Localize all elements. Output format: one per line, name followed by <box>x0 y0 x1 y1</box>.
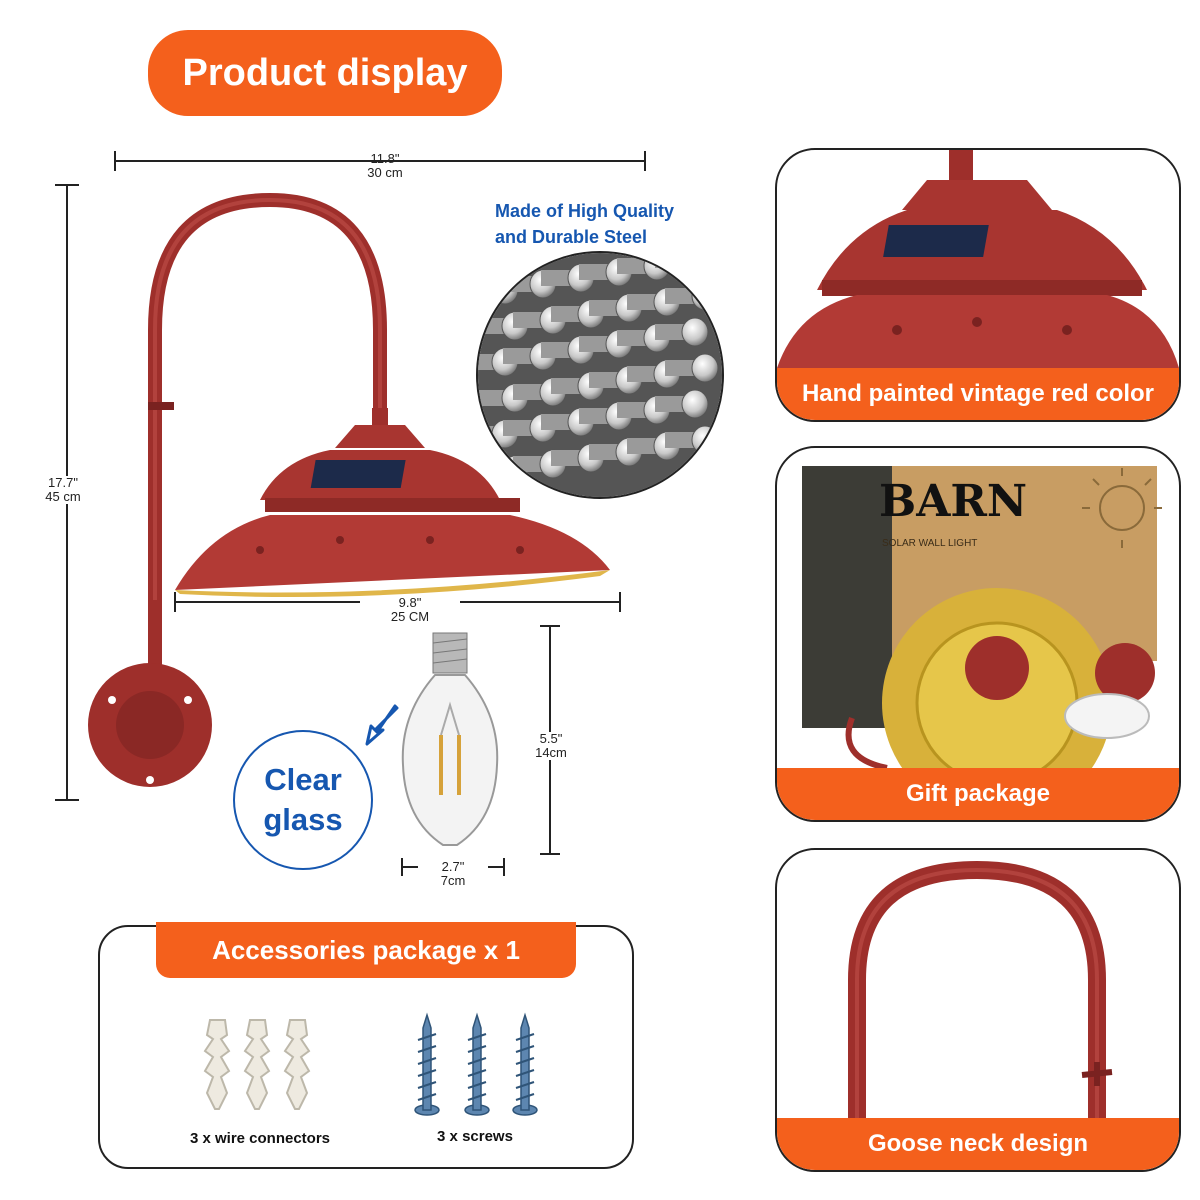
clear-glass-line-2: glass <box>263 802 343 837</box>
steel-line-1: Made of High Quality <box>495 201 675 221</box>
box-subtitle: SOLAR WALL LIGHT <box>882 538 978 549</box>
bulb-width-metric: 7cm <box>440 873 466 888</box>
width-metric: 30 cm <box>367 165 403 180</box>
shade-width-label: 9.8" 25 CM <box>360 596 460 624</box>
width-label: 11.8" 30 cm <box>330 152 440 180</box>
feature-label-vintage-red: Hand painted vintage red color <box>777 368 1179 420</box>
feature-card-goose-neck: Goose neck design <box>775 848 1181 1172</box>
steel-rod-end <box>681 253 709 275</box>
steel-caption: Made of High Quality and Durable Steel <box>495 198 735 250</box>
height-label: 17.7" 45 cm <box>28 476 98 504</box>
bulb-height-label: 5.5" 14cm <box>520 732 582 760</box>
shade-closeup-image <box>777 150 1179 368</box>
height-metric: 45 cm <box>45 489 81 504</box>
steel-rod-end <box>681 389 709 419</box>
steel-rod-end <box>691 281 719 311</box>
steel-rod-body <box>655 253 695 268</box>
feature-label-goose-neck: Goose neck design <box>777 1118 1179 1170</box>
feature-card-vintage-red: Hand painted vintage red color <box>775 148 1181 422</box>
arrow-icon <box>365 704 399 746</box>
gift-box-image <box>802 466 1162 768</box>
feature-label-gift-package: Gift package <box>777 768 1179 820</box>
bulb-height-metric: 14cm <box>535 745 567 760</box>
steel-rod-body <box>478 462 515 478</box>
bulb-image <box>401 632 499 846</box>
feature-card-gift-package: BARN SOLAR WALL LIGHT Gift package <box>775 446 1181 822</box>
wire-connectors-image <box>203 1019 311 1110</box>
page-title: Product display <box>148 30 502 116</box>
width-dimension-line <box>114 151 646 171</box>
height-imperial: 17.7" <box>48 475 78 490</box>
steel-rod-end <box>681 317 709 347</box>
steel-rod-end <box>691 353 719 383</box>
screws-image <box>414 1012 538 1116</box>
shade-width-metric: 25 CM <box>390 609 430 624</box>
goose-neck-image <box>848 860 1113 1118</box>
width-imperial: 11.8" <box>370 151 400 166</box>
clear-glass-badge: Clear glass <box>233 730 373 870</box>
steel-line-2: and Durable Steel <box>495 227 648 247</box>
accessories-title: Accessories package x 1 <box>156 922 576 978</box>
clear-glass-line-1: Clear <box>264 762 342 797</box>
steel-rods-image <box>476 251 724 499</box>
bulb-width-label: 2.7" 7cm <box>418 860 488 888</box>
steel-rod-body <box>478 282 505 298</box>
lamp-illustration <box>88 192 610 787</box>
shade-width-imperial: 9.8" <box>398 595 422 610</box>
screws-label: 3 x screws <box>437 1128 513 1145</box>
wire-connectors-label: 3 x wire connectors <box>189 1130 331 1147</box>
bulb-height-imperial: 5.5" <box>539 731 563 746</box>
bulb-width-imperial: 2.7" <box>441 859 465 874</box>
box-brand: BARN <box>879 476 1028 527</box>
